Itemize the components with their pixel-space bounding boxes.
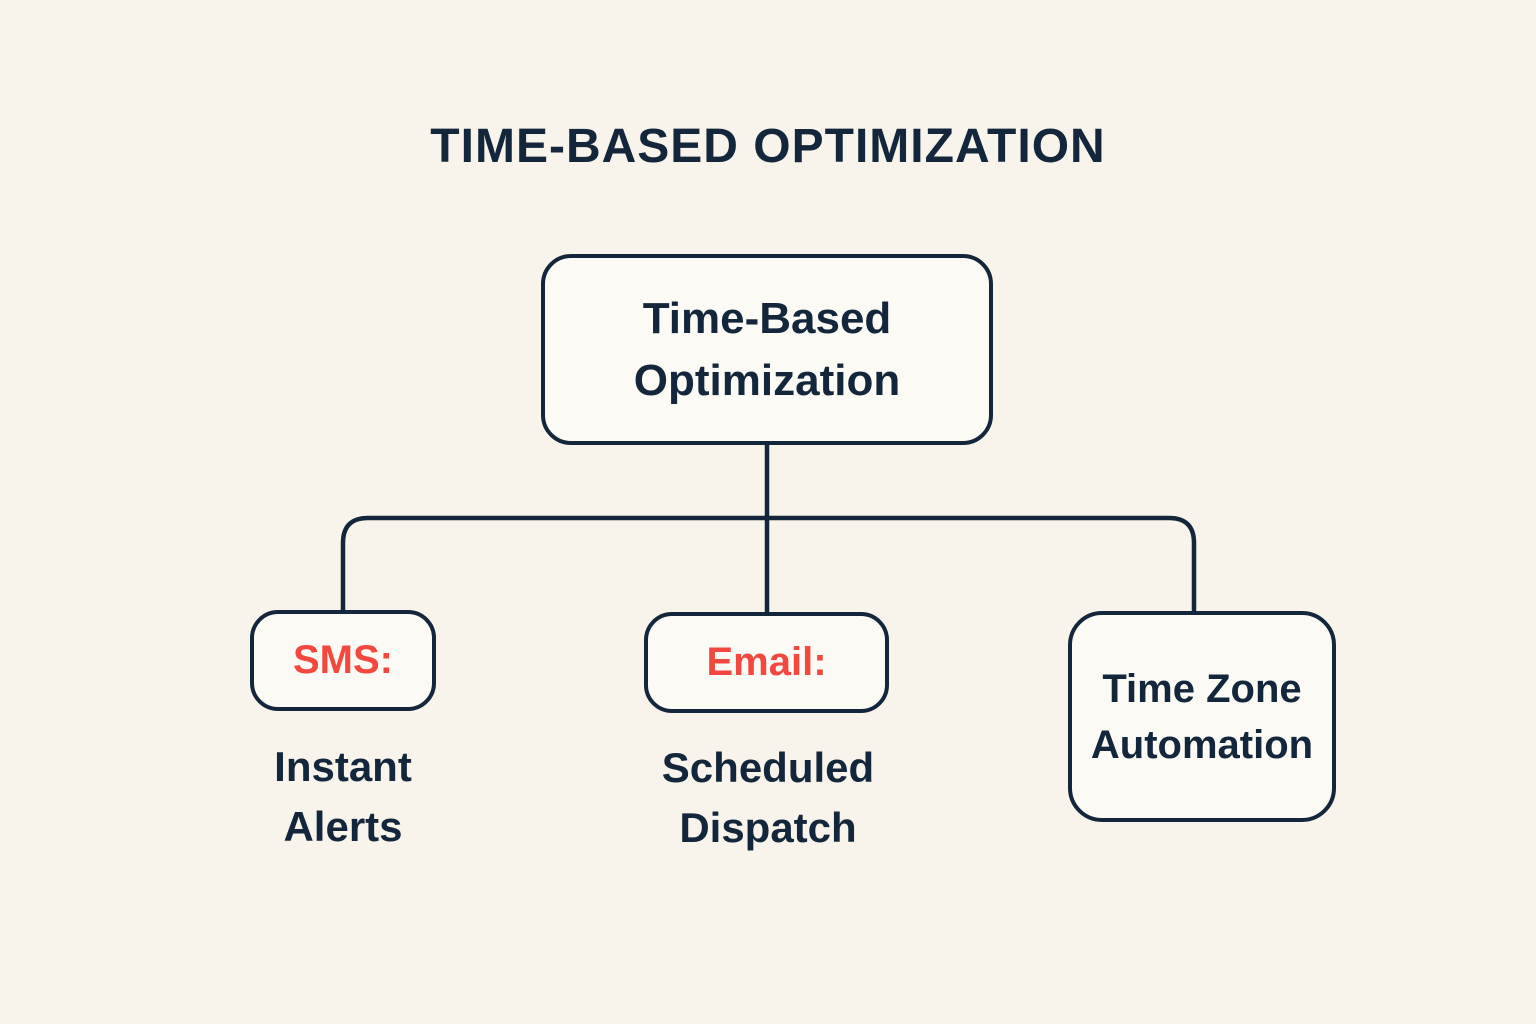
diagram-title: TIME-BASED OPTIMIZATION: [430, 120, 1106, 173]
sms-caption-line2: Alerts: [283, 803, 403, 850]
sms-caption: Instant Alerts: [193, 737, 493, 857]
email-label: Email:: [706, 640, 827, 684]
root-label-line1: Time-Based: [642, 293, 892, 343]
timezone-label-line2: Automation: [1090, 722, 1314, 767]
email-caption: Scheduled Dispatch: [618, 738, 918, 858]
sms-node: SMS:: [250, 610, 436, 711]
sms-label: SMS:: [293, 638, 393, 682]
root-label-line2: Optimization: [633, 355, 901, 405]
sms-caption-line1: Instant: [274, 743, 412, 790]
timezone-label-line1: Time Zone: [1102, 666, 1302, 711]
email-node: Email:: [644, 612, 889, 713]
root-node: Time-Based Optimization: [541, 254, 993, 445]
email-caption-line1: Scheduled: [661, 744, 875, 791]
timezone-node: Time Zone Automation: [1068, 611, 1336, 822]
email-caption-line2: Dispatch: [679, 804, 857, 851]
branch-rail-line: [340, 515, 1197, 611]
